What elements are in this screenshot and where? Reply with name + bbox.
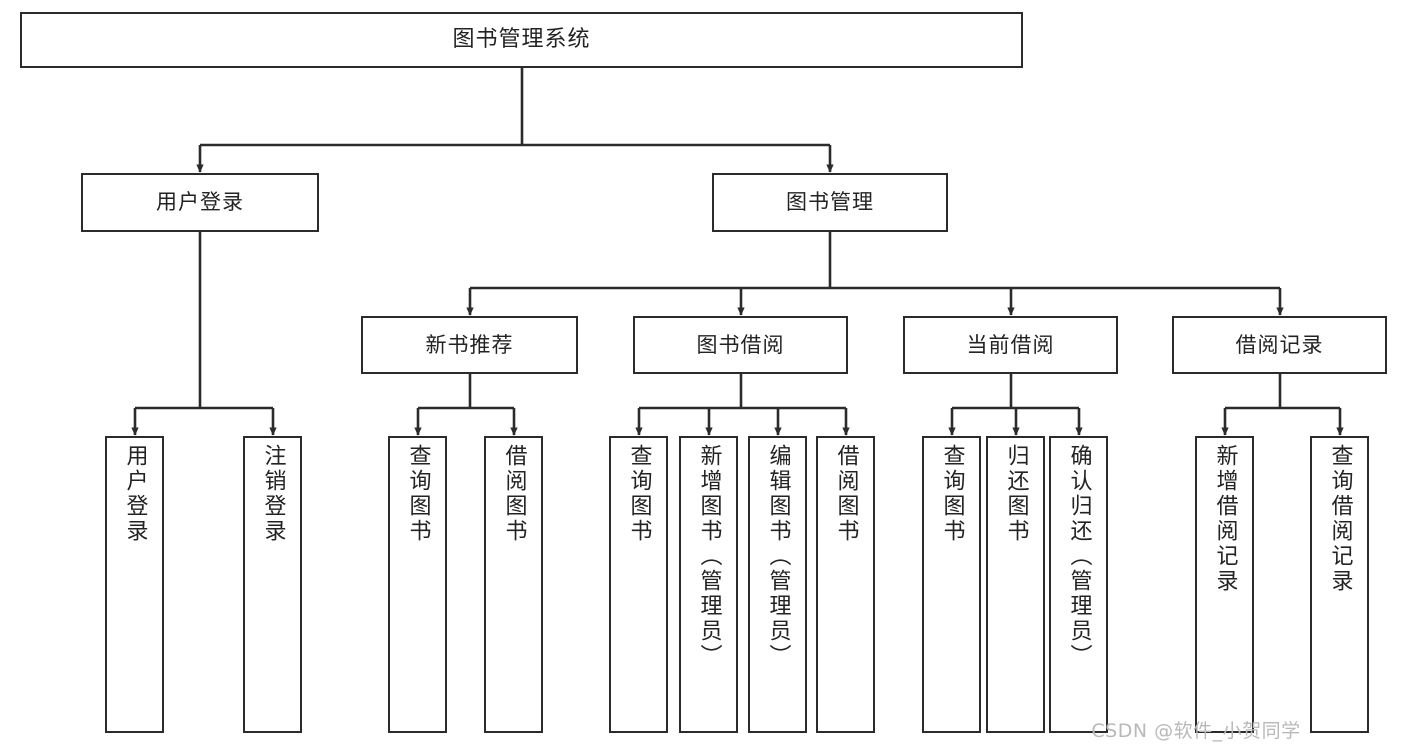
node-label: 新增借阅记录 — [1212, 444, 1238, 594]
node-leaf-book-edit[interactable]: 编辑图书（管理员） — [748, 436, 807, 733]
node-label: 借阅图书 — [833, 444, 859, 544]
node-label: 查询图书 — [626, 444, 652, 544]
node-leaf-cur-query[interactable]: 查询图书 — [922, 436, 981, 733]
tree-connectors — [131, 68, 1344, 436]
node-label: 确认归还（管理员） — [1066, 444, 1092, 669]
node-current-loans[interactable]: 当前借阅 — [903, 316, 1118, 374]
node-label: 图书管理 — [786, 190, 874, 215]
node-label: 当前借阅 — [966, 332, 1055, 357]
node-book-mgmt[interactable]: 图书管理 — [712, 173, 948, 232]
node-label: 注销登录 — [260, 444, 286, 544]
node-label: 借阅记录 — [1235, 332, 1324, 357]
node-leaf-book-borrow[interactable]: 借阅图书 — [816, 436, 875, 733]
node-label: 新书推荐 — [425, 332, 514, 357]
node-leaf-rec-borrow[interactable]: 借阅图书 — [484, 436, 543, 733]
node-leaf-book-add[interactable]: 新增图书（管理员） — [679, 436, 738, 733]
node-leaf-rec-query[interactable]: 查询图书 — [388, 436, 447, 733]
node-leaf-cur-return[interactable]: 归还图书 — [986, 436, 1045, 733]
node-leaf-user-logout[interactable]: 注销登录 — [243, 436, 302, 733]
node-new-book-rec[interactable]: 新书推荐 — [361, 316, 578, 374]
node-label: 用户登录 — [156, 190, 244, 215]
node-label: 新增图书（管理员） — [696, 444, 722, 669]
node-leaf-rec-add[interactable]: 新增借阅记录 — [1195, 436, 1254, 733]
node-label: 用户登录 — [122, 444, 148, 544]
node-leaf-borrow-query[interactable]: 查询图书 — [609, 436, 668, 733]
node-label: 借阅图书 — [501, 444, 527, 544]
node-leaf-user-login[interactable]: 用户登录 — [105, 436, 164, 733]
node-label: 查询借阅记录 — [1327, 444, 1353, 594]
csdn-watermark: CSDN @软件_小贺同学 — [1091, 720, 1301, 742]
node-leaf-cur-confirm[interactable]: 确认归还（管理员） — [1049, 436, 1108, 733]
node-root[interactable]: 图书管理系统 — [20, 12, 1023, 68]
node-label: 图书借阅 — [696, 332, 785, 357]
node-label: 归还图书 — [1003, 444, 1029, 544]
node-label: 图书管理系统 — [452, 27, 591, 53]
node-label: 查询图书 — [939, 444, 965, 544]
node-user-login[interactable]: 用户登录 — [81, 173, 319, 232]
node-loan-records[interactable]: 借阅记录 — [1172, 316, 1387, 374]
node-label: 编辑图书（管理员） — [765, 444, 791, 669]
node-label: 查询图书 — [405, 444, 431, 544]
node-book-borrow[interactable]: 图书借阅 — [633, 316, 848, 374]
node-leaf-rec-query2[interactable]: 查询借阅记录 — [1310, 436, 1369, 733]
